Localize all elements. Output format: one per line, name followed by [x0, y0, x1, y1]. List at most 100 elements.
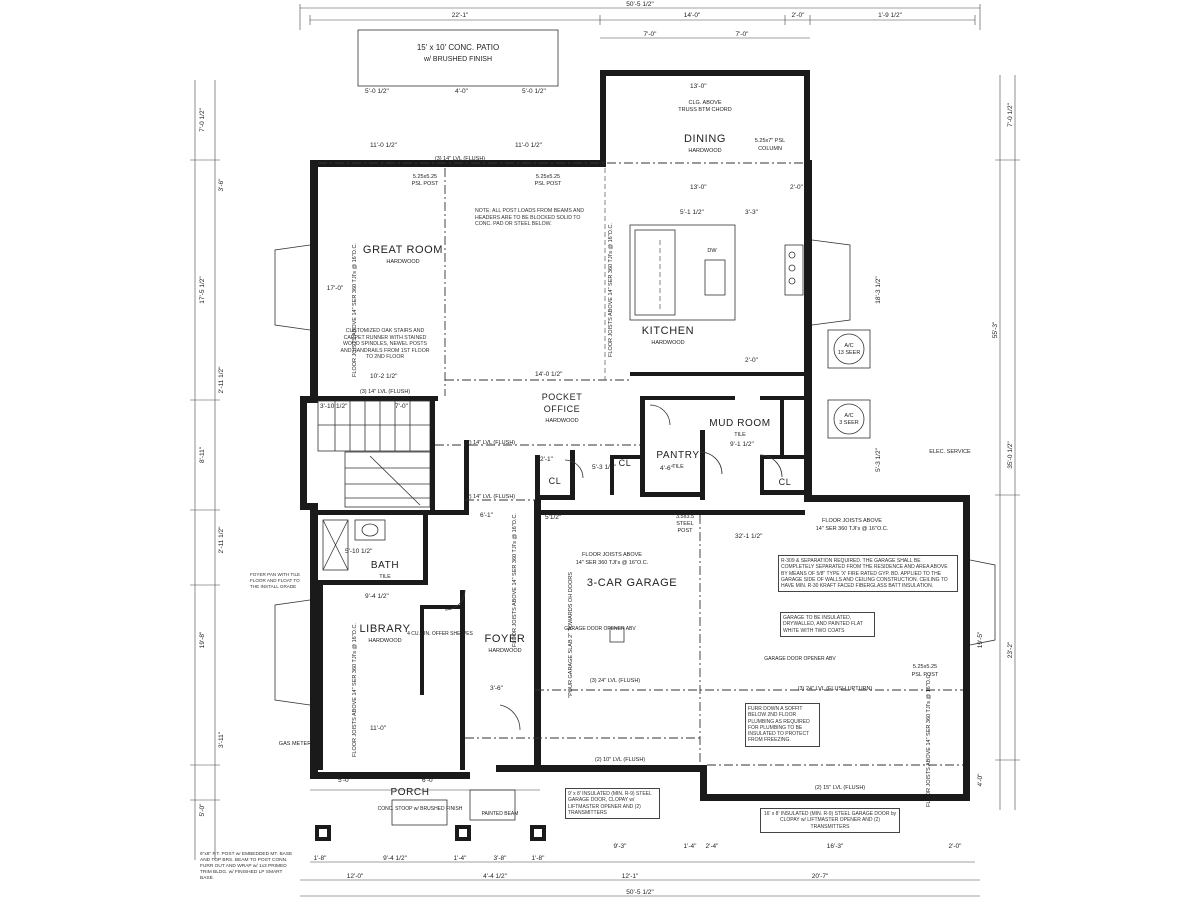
- left-dim-8: 3'-11": [218, 731, 225, 748]
- svg-text:4'-6": 4'-6": [660, 465, 674, 472]
- interior-walls: [317, 162, 810, 770]
- svg-text:5'-1 1/2": 5'-1 1/2": [680, 209, 704, 216]
- patio: 15' x 10' CONC. PATIO w/ BRUSHED FINISH: [357, 29, 559, 87]
- misc-labels: CL CL CL 5.25x5.25 PSL POST 5.25x5.25 PS…: [279, 138, 971, 807]
- mud-room-finish: TILE: [734, 432, 746, 438]
- svg-text:9'-1 1/2": 9'-1 1/2": [730, 441, 754, 448]
- closet-cl-3: CL: [779, 477, 792, 487]
- kitchen-finish: HARDWOOD: [651, 340, 684, 346]
- post4c: POST: [678, 528, 694, 534]
- bottom-sub-8: 2'-4": [706, 843, 720, 850]
- kitchen-island: DW: [629, 224, 804, 321]
- bath-finish: TILE: [379, 574, 391, 580]
- note-separation: R-309 & SEPARATION REQUIRED. THE GARAGE …: [778, 555, 958, 593]
- svg-text:32'-1 1/2": 32'-1 1/2": [735, 533, 763, 540]
- svg-text:7'-0": 7'-0": [736, 31, 750, 38]
- porch: PORCH CONC. STOOP w/ BRUSHED FINISH PAIN…: [310, 787, 546, 841]
- post2: 5.25x5.25: [536, 174, 560, 180]
- ac1-label: A/C: [844, 343, 853, 349]
- beam-4: (3) 24" LVL (FLUSH UPTURN): [798, 686, 873, 692]
- dining-finish: HARDWOOD: [688, 148, 721, 154]
- doors: [444, 404, 783, 731]
- post3b: PSL POST: [912, 672, 939, 678]
- foyer-label: FOYER: [485, 633, 526, 645]
- post4b: STEEL: [676, 521, 693, 527]
- bottom-dim-4: 20'-7": [812, 873, 829, 880]
- joist-vert-5: FLOOR JOISTS ABOVE 14" SER 360 TJI's @ 1…: [926, 673, 932, 807]
- patio-label: 15' x 10' CONC. PATIO: [417, 43, 499, 52]
- svg-text:14'-0 1/2": 14'-0 1/2": [535, 371, 563, 378]
- beam-5: (3) 24" LVL (FLUSH): [590, 678, 640, 684]
- svg-text:13'-0": 13'-0": [690, 184, 707, 191]
- svg-text:5'-0 1/2": 5'-0 1/2": [365, 88, 389, 95]
- svg-text:3'-10 1/2": 3'-10 1/2": [320, 403, 348, 410]
- left-dim-5: 8'-11": [199, 446, 206, 463]
- porch-label: PORCH: [390, 787, 429, 798]
- elec-service: ELEC. SERVICE: [929, 449, 971, 455]
- left-dim-4: 2'-11 1/2": [218, 366, 225, 394]
- interior-dimensions: 5'-0 1/2" 4'-0" 5'-0 1/2" 11'-0 1/2" 11'…: [320, 83, 804, 784]
- room-labels: DINING HARDWOOD CLG. ABOVE TRUSS BTM CHO…: [327, 100, 770, 654]
- garage-slab: "POUR GARAGE SLAB 2" TOWARDS OH DOORS: [568, 572, 574, 698]
- note-post: 6"x6" P.T. POST w/ EMBEDDED MT. BASE AND…: [200, 852, 293, 881]
- gas-meter: GAS METER: [279, 741, 311, 747]
- dishwasher-label: DW: [707, 248, 717, 254]
- right-dim-1: 7'-0 1/2": [1007, 102, 1014, 126]
- bottom-dimensions: 12'-0" 4'-4 1/2" 12'-1" 20'-7" 50'-5 1/2…: [300, 843, 980, 897]
- psl-post: 5.25x7" PSL: [755, 138, 785, 144]
- patio-sub: w/ BRUSHED FINISH: [423, 56, 492, 63]
- svg-text:10'-2 1/2": 10'-2 1/2": [370, 373, 398, 380]
- top-dim-2: 14'-0": [684, 12, 701, 19]
- foyer-finish: HARDWOOD: [488, 648, 521, 654]
- joist-vert-1: FLOOR JOISTS ABOVE 14" SER 360 TJI's @ 1…: [352, 243, 358, 377]
- closet-cl-1: CL: [549, 476, 562, 486]
- ac-units: A/C 13 SEER A/C 3 SEER: [827, 329, 871, 439]
- closet-cl-2: CL: [619, 458, 632, 468]
- right-dimensions: 7'-0 1/2" 18'-3 1/2" 55'-3" 35'-0 1/2" 5…: [875, 75, 1020, 810]
- bottom-sub-4: 3'-8": [494, 855, 508, 862]
- joist-vert-4: FLOOR JOISTS ABOVE 14" SER 360 TJI's @ 1…: [512, 513, 518, 647]
- left-dim-1: 7'-0 1/2": [199, 107, 206, 131]
- note-soffit: FURR DOWN A SOFFIT BELOW 2ND FLOOR PLUMB…: [745, 703, 820, 747]
- joist-2b: 14" SER 360 TJI's @ 16"O.C.: [816, 526, 889, 532]
- stoop-note: CONC. STOOP w/ BRUSHED FINISH: [378, 806, 463, 812]
- svg-text:5'-0": 5'-0": [338, 777, 352, 784]
- bottom-sub-1: 1'-8": [314, 855, 328, 862]
- office-finish: HARDWOOD: [545, 418, 578, 424]
- left-dim-7: 19'-8": [199, 631, 206, 648]
- great-room-dim: 17'-0": [327, 285, 344, 292]
- right-dim-5: 35'-0 1/2": [1007, 441, 1014, 469]
- joist-vert-2: FLOOR JOISTS ABOVE 14" SER 360 TJI's @ 1…: [608, 223, 614, 357]
- post1: 5.25x5.25: [413, 174, 437, 180]
- svg-text:9'-4 1/2": 9'-4 1/2": [365, 593, 389, 600]
- svg-text:13'-0": 13'-0": [690, 83, 707, 90]
- note-stairs: CUSTOMIZED OAK STAIRS AND CARPET RUNNER …: [340, 328, 430, 360]
- great-room-finish: HARDWOOD: [386, 259, 419, 265]
- bottom-sub-9: 16'-3": [827, 843, 844, 850]
- right-dim-4: 55'-3": [992, 321, 999, 338]
- bottom-total: 50'-5 1/2": [626, 889, 654, 896]
- bottom-sub-2: 9'-4 1/2": [383, 855, 407, 862]
- note-insulated: GARAGE TO BE INSULATED, DRYWALLED, AND P…: [780, 612, 875, 637]
- svg-text:2'-0": 2'-0": [790, 184, 804, 191]
- exterior-walls: [300, 70, 970, 801]
- beam-1: (3) 14" LVL (FLUSH): [360, 389, 410, 395]
- closet-shelves: 4 CU. LIN. OFFER SHELVES: [407, 631, 473, 637]
- top-dimensions: 50'-5 1/2" 22'-1" 14'-0" 2'-0" 1'-9 1/2"…: [299, 1, 981, 39]
- bath-fixtures: [322, 519, 386, 571]
- bottom-sub-10: 2'-0": [949, 843, 963, 850]
- office-label: OFFICE: [544, 404, 581, 414]
- top-dim-1: 22'-1": [452, 12, 469, 19]
- ac1-seer: 13 SEER: [838, 350, 861, 356]
- library-finish: HARDWOOD: [368, 638, 401, 644]
- post1b: PSL POST: [412, 181, 439, 187]
- bottom-sub-3: 1'-4": [454, 855, 468, 862]
- dining-label: DINING: [684, 133, 726, 145]
- svg-text:6'-1": 6'-1": [480, 512, 494, 519]
- right-dim-9: 4'-0": [977, 773, 984, 787]
- psl-post2: COLUMN: [758, 146, 782, 152]
- svg-text:2'-0": 2'-0": [745, 357, 759, 364]
- left-dim-3: 17'-5 1/2": [199, 276, 206, 304]
- svg-text:4'-0": 4'-0": [455, 88, 469, 95]
- note-post-loads: NOTE: ALL POST LOADS FROM BEAMS AND HEAD…: [475, 208, 584, 227]
